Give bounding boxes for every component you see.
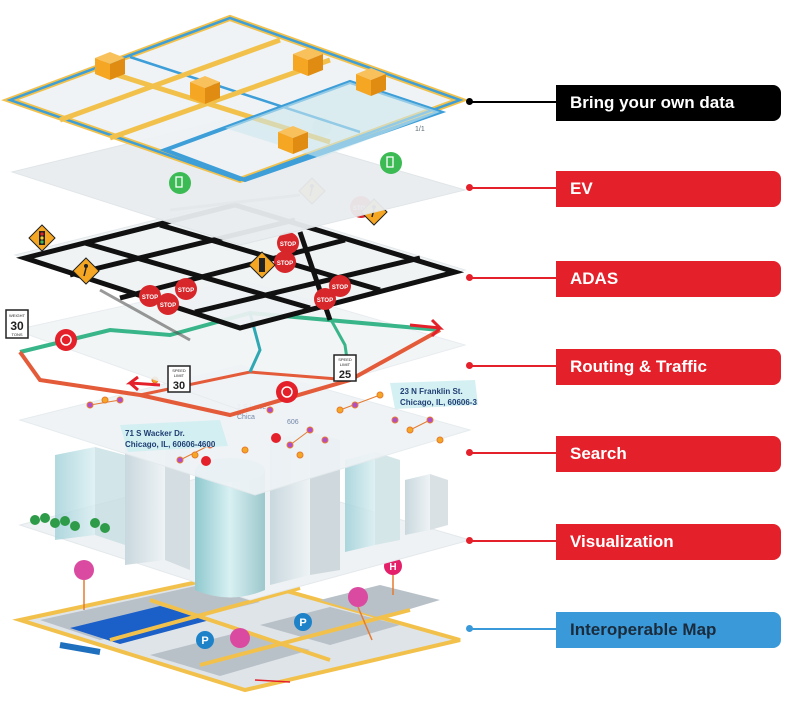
adas-layer: STOP STOP STOP STOP STOP STOP STOP STOP bbox=[13, 177, 467, 342]
own-data-layer: 1/1 bbox=[1, 14, 469, 184]
speed-limit-sign-icon: SPEED LIMIT 30 SPEED LIMIT 25 bbox=[167, 354, 357, 393]
search-layer: 71 S Wacker Dr. Chicago, IL, 60606-4600 … bbox=[18, 364, 478, 496]
svg-text:WEIGHT: WEIGHT bbox=[9, 313, 26, 318]
connector-dot-interoperable-map bbox=[466, 625, 473, 632]
svg-text:71 S Wacker Dr.: 71 S Wacker Dr. bbox=[125, 429, 185, 438]
svg-text:STOP: STOP bbox=[142, 295, 158, 301]
layer-label-search: Search bbox=[556, 436, 781, 472]
layer-label-visualization: Visualization bbox=[556, 524, 781, 560]
traffic-light-icon bbox=[28, 224, 276, 279]
svg-text:25: 25 bbox=[339, 369, 351, 381]
svg-text:P: P bbox=[201, 635, 208, 647]
layer-label-routing-traffic: Routing & Traffic bbox=[556, 349, 781, 385]
svg-text:SPEED: SPEED bbox=[172, 368, 186, 373]
svg-text:30: 30 bbox=[10, 319, 24, 333]
svg-text:STOP: STOP bbox=[277, 261, 293, 267]
address-label-1: 71 S Wacker Dr. Chicago, IL, 60606-4600 bbox=[120, 420, 228, 452]
svg-text:STOP: STOP bbox=[178, 288, 194, 294]
connector-dot-routing bbox=[466, 362, 473, 369]
svg-text:STOP: STOP bbox=[280, 242, 296, 248]
connector-dot-adas bbox=[466, 274, 473, 281]
connector-dot-visualization bbox=[466, 537, 473, 544]
svg-text:Chicago, IL, 60606-4600: Chicago, IL, 60606-4600 bbox=[125, 440, 216, 449]
package-icon bbox=[95, 48, 386, 154]
svg-text:606: 606 bbox=[287, 419, 299, 426]
connector-ev bbox=[470, 187, 556, 189]
search-result-pin bbox=[271, 433, 281, 443]
layer-label-adas: ADAS bbox=[556, 261, 781, 297]
incident-icon bbox=[55, 329, 298, 403]
search-result-pin bbox=[201, 456, 211, 466]
connector-visualization bbox=[470, 540, 556, 542]
svg-text:STOP: STOP bbox=[160, 303, 176, 309]
svg-text:STOP: STOP bbox=[317, 298, 333, 304]
connector-dot-ev bbox=[466, 184, 473, 191]
connector-dot-search bbox=[466, 449, 473, 456]
svg-text:SPEED: SPEED bbox=[338, 357, 352, 362]
connector-own-data bbox=[470, 101, 556, 103]
parking-icon: P P bbox=[196, 613, 312, 649]
connector-search bbox=[470, 452, 556, 454]
svg-text:TONS: TONS bbox=[11, 332, 22, 337]
svg-text:1/1: 1/1 bbox=[415, 126, 425, 133]
routing-traffic-layer: WEIGHT 30 TONS SPEED LIMIT 30 SPEED LIMI… bbox=[5, 279, 467, 418]
svg-text:LIMIT: LIMIT bbox=[340, 362, 351, 367]
connector-adas bbox=[470, 277, 556, 279]
svg-text:30: 30 bbox=[173, 380, 185, 392]
svg-text:Chica: Chica bbox=[237, 414, 255, 421]
svg-text:H: H bbox=[389, 562, 396, 573]
layer-label-own-data: Bring your own data bbox=[556, 85, 781, 121]
layer-label-interoperable-map: Interoperable Map bbox=[556, 612, 781, 648]
connector-routing bbox=[470, 365, 556, 367]
connector-dot-own-data bbox=[466, 98, 473, 105]
svg-text:23 N Franklin St.: 23 N Franklin St. bbox=[400, 387, 463, 396]
svg-text:Chicago, IL, 60606-3: Chicago, IL, 60606-3 bbox=[400, 398, 477, 407]
svg-text:STOP: STOP bbox=[332, 285, 348, 291]
weight-limit-sign-icon: WEIGHT 30 TONS bbox=[5, 309, 29, 339]
svg-text:LIMIT: LIMIT bbox=[174, 373, 185, 378]
svg-text:P: P bbox=[299, 617, 306, 629]
poi-pin-icon bbox=[74, 560, 373, 648]
tree-icon bbox=[30, 513, 110, 533]
layer-label-ev: EV bbox=[556, 171, 781, 207]
interoperable-map-layer: P P H bbox=[12, 557, 461, 693]
address-label-2: 23 N Franklin St. Chicago, IL, 60606-3 bbox=[390, 380, 478, 409]
connector-interoperable-map bbox=[470, 628, 556, 630]
